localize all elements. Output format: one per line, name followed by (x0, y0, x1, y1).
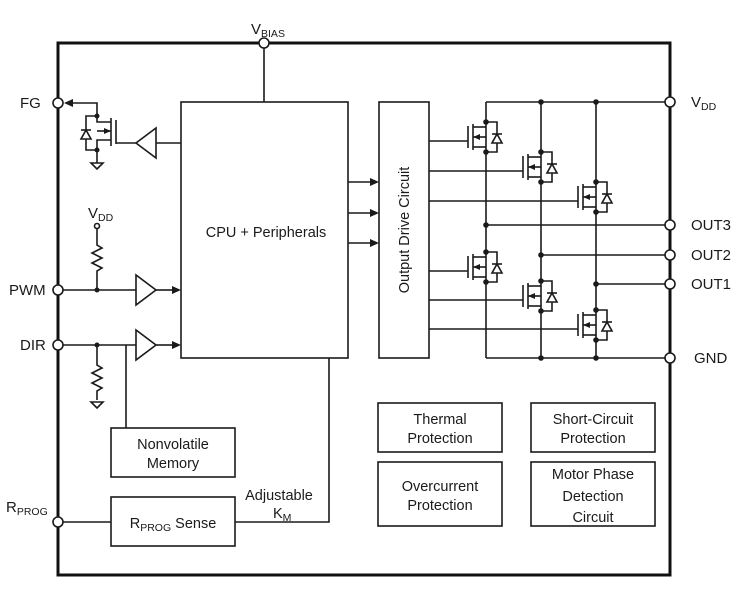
vdd-label: V (691, 94, 701, 111)
resistor-icon (90, 345, 104, 400)
out3-label: OUT3 (691, 217, 731, 234)
fg-output: FG (20, 95, 181, 171)
junction-dot (593, 99, 599, 105)
diode-icon (490, 132, 504, 144)
pwm-input: PWM (9, 273, 181, 307)
nonvolatile-memory-block: Nonvolatile Memory (110, 427, 236, 478)
motor-phase-detection-block: Motor Phase Detection Circuit (530, 461, 656, 527)
right-pins: VDD OUT3 OUT2 OUT1 GND (664, 94, 731, 367)
ground-icon (89, 401, 105, 410)
mosfet-arrow (583, 194, 590, 200)
adjustable-km-label: Adjustable (245, 488, 313, 504)
rprog-label: R (6, 499, 17, 516)
thermal-protection-block: Thermal Protection (377, 402, 503, 453)
mosfet-arrow (473, 134, 480, 140)
svg-text:VDD: VDD (691, 94, 717, 113)
mosfet-arrow (583, 322, 590, 328)
short-circuit-protection-block: Short-Circuit Protection (530, 402, 656, 453)
rprog-pin (52, 516, 64, 528)
svg-text:Circuit: Circuit (572, 510, 613, 526)
vbias-label: V (251, 21, 261, 38)
output-drive-label: Output Drive Circuit (397, 167, 413, 294)
diode-icon (545, 162, 559, 174)
svg-text:Protection: Protection (407, 431, 472, 447)
svg-text:Protection: Protection (407, 498, 472, 514)
svg-text:Overcurrent: Overcurrent (402, 479, 479, 495)
cpu-label: CPU + Peripherals (206, 225, 326, 241)
pwm-label: PWM (9, 282, 46, 299)
junction-dot (538, 99, 544, 105)
gnd-pin (664, 352, 676, 364)
output-stage (429, 99, 665, 361)
svg-text:VDD: VDD (88, 205, 114, 224)
cpu-block: CPU + Peripherals (180, 101, 349, 359)
buffer-icon (134, 126, 157, 160)
pwm-pin (52, 284, 64, 296)
junction-dot (593, 355, 599, 361)
out1-label: OUT1 (691, 276, 731, 293)
rprog-input: RPROG RPROG Sense Adjustable KM (6, 358, 330, 547)
buffer-icon (135, 273, 158, 307)
diode-icon (600, 320, 614, 332)
diode-icon (490, 262, 504, 274)
fg-pin (52, 97, 64, 109)
fg-label: FG (20, 95, 41, 112)
out2-label: OUT2 (691, 247, 731, 264)
vbias-pin: VBIAS (251, 21, 285, 102)
svg-text:Detection: Detection (562, 489, 623, 505)
svg-text:Short-Circuit: Short-Circuit (553, 412, 634, 428)
junction-dot (483, 222, 489, 228)
diode-icon (600, 192, 614, 204)
ground-icon (89, 162, 105, 171)
svg-text:VBIAS: VBIAS (251, 21, 285, 40)
output-drive-block: Output Drive Circuit (378, 101, 430, 359)
svg-text:Memory: Memory (147, 456, 200, 472)
out3-pin (664, 219, 676, 231)
svg-text:Motor Phase: Motor Phase (552, 467, 634, 483)
svg-text:KM: KM (273, 506, 291, 524)
out2-pin (664, 249, 676, 261)
cpu-to-drive-arrows (348, 178, 379, 247)
mosfet-arrow (473, 264, 480, 270)
svg-text:Nonvolatile: Nonvolatile (137, 437, 209, 453)
chip-outline (56, 41, 672, 577)
buffer-icon (135, 328, 158, 362)
mosfet-arrow (528, 164, 535, 170)
resistor-icon (90, 229, 104, 290)
mosfet-arrow (528, 293, 535, 299)
junction-dot (593, 281, 599, 287)
rprog-sense-block (110, 496, 236, 547)
vdd-pullup-label: V (88, 205, 98, 222)
svg-text:RPROG Sense: RPROG Sense (130, 516, 217, 534)
diode-icon (545, 291, 559, 303)
svg-text:Thermal: Thermal (413, 412, 466, 428)
vdd-pullup: VDD (88, 205, 114, 290)
out1-pin (664, 278, 676, 290)
dir-label: DIR (20, 337, 46, 354)
dir-input: DIR (20, 328, 181, 428)
vdd-pin (664, 96, 676, 108)
svg-text:Protection: Protection (560, 431, 625, 447)
junction-dot (538, 355, 544, 361)
svg-text:RPROG: RPROG (6, 499, 48, 518)
dir-pin (52, 339, 64, 351)
overcurrent-protection-block: Overcurrent Protection (377, 461, 503, 527)
gnd-label: GND (694, 350, 728, 367)
junction-dot (538, 252, 544, 258)
